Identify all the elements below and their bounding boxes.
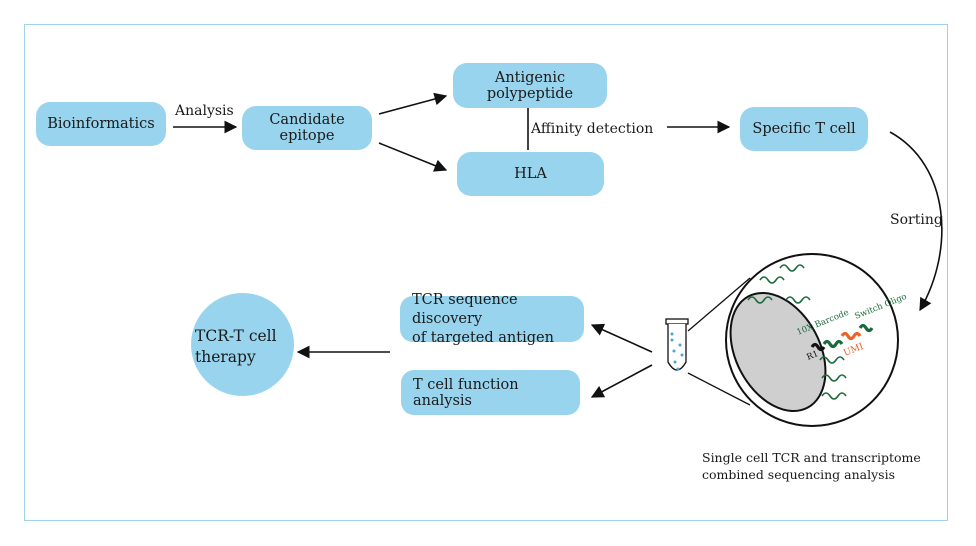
node-tcr-discovery-line1: TCR sequence discovery (412, 291, 518, 327)
arrow-to-hla (378, 142, 448, 172)
node-antigenic-polypeptide: Antigenic polypeptide (453, 63, 607, 108)
node-tcr-t-therapy: TCR-T cell therapy (191, 293, 294, 396)
arrow-to-polypeptide (378, 92, 448, 115)
node-antigenic-polypeptide-label: Antigenic polypeptide (486, 69, 574, 102)
node-bioinformatics-label: Bioinformatics (47, 116, 155, 132)
arrow-to-t-cell-function (590, 364, 653, 398)
gel-bead: 10X Barcode Switch Oligo UMI R1 (725, 253, 908, 427)
sequencing-tube (665, 318, 689, 371)
caption: Single cell TCR and transcriptome combin… (702, 449, 921, 483)
node-t-cell-function-label: T cell function analysis (413, 376, 519, 409)
label-affinity-detection: Affinity detection (531, 121, 654, 137)
r1-label: R1 (805, 349, 820, 363)
node-hla: HLA (457, 152, 604, 196)
caption-line2: combined sequencing analysis (702, 467, 895, 482)
node-tcr-t-therapy-line2: therapy (195, 348, 256, 366)
node-specific-t-cell-label: Specific T cell (752, 121, 856, 137)
node-bioinformatics: Bioinformatics (36, 102, 166, 146)
node-tcr-discovery: TCR sequence discovery of targeted antig… (400, 292, 584, 346)
node-tcr-t-therapy-line1: TCR-T cell (195, 327, 277, 345)
arrow-sorting (889, 131, 943, 312)
node-specific-t-cell: Specific T cell (740, 107, 868, 151)
caption-line1: Single cell TCR and transcriptome (702, 450, 921, 465)
label-analysis: Analysis (175, 103, 234, 119)
node-candidate-epitope-label: Candidate epitope (269, 112, 345, 144)
node-candidate-epitope: Candidate epitope (242, 106, 372, 150)
node-tcr-discovery-line2: of targeted antigen (412, 329, 554, 346)
node-hla-label: HLA (514, 166, 547, 182)
arrow-to-tcr-discovery (590, 323, 653, 353)
diagram-frame (24, 24, 948, 521)
node-t-cell-function: T cell function analysis (401, 370, 580, 415)
label-sorting: Sorting (890, 212, 943, 228)
